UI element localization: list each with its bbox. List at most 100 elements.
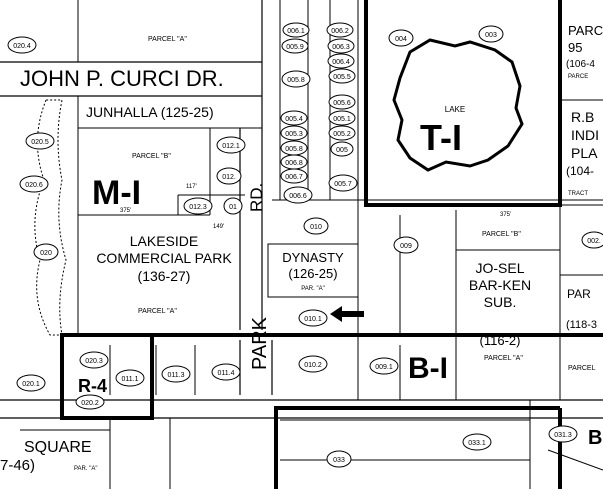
svg-text:003: 003 [485,32,497,39]
parc-top-1: PARC [568,23,603,38]
zoning-boundaries [60,0,603,489]
lot-005-3: 005.3 [280,125,308,141]
lot-002: 002. [581,231,603,249]
dynasty-label-2: (126-25) [288,266,337,281]
svg-text:002.: 002. [587,238,601,245]
parcel-right: PARCEL [568,365,596,372]
dim-375-b: 375' [500,212,511,218]
lot-006-4: 006.4 [327,53,355,69]
parc-top-3: (106-4 [566,59,595,70]
lot-005-8: 005.8 [281,70,311,88]
lot-005-7: 005.7 [328,174,358,192]
dim-149: 149' [213,224,224,230]
zone-b-edge: B [588,427,602,449]
lot-005: 005 [330,141,354,157]
lot-006-3: 006.3 [327,38,355,54]
josel-label-4: (116-2) [480,333,521,348]
lakeside-label-3: (136-27) [138,268,191,284]
dim-375-a: 375' [120,208,131,214]
lot-011-3: 011.3 [161,365,191,383]
lot-006-7: 006.7 [280,168,308,184]
lot-ovals: 020.4 020.5 020.6 020 020.3 020.1 020.2 … [7,22,603,468]
svg-text:020.1: 020.1 [22,381,40,388]
lot-020-1: 020.1 [16,374,46,392]
svg-text:006.8: 006.8 [285,160,303,167]
lot-005-9: 005.9 [281,38,309,54]
svg-text:006.7: 006.7 [285,174,303,181]
lot-012-x: 01 [223,197,243,215]
parcel-b-junhalla: PARCEL "B" [132,153,171,160]
svg-text:011.1: 011.1 [122,376,139,383]
lot-033-1: 033.1 [462,433,492,451]
svg-text:006.3: 006.3 [332,44,350,51]
josel-label-3: SUB. [484,294,517,310]
svg-text:005.7: 005.7 [334,181,352,188]
svg-text:01: 01 [229,204,237,211]
lot-003: 003 [478,25,504,43]
lake-label: LAKE [445,105,465,114]
lot-020-2: 020.2 [75,394,105,410]
svg-text:012.3: 012.3 [189,204,207,211]
svg-text:020.5: 020.5 [31,139,49,146]
street-rd: RD. [247,183,266,212]
rb-label-2: INDI [571,127,599,143]
svg-text:005.3: 005.3 [285,131,303,138]
lot-031-3: 031.3 [548,425,578,443]
lot-010-1: 010.1 [298,309,328,327]
zone-t1: T-I [420,117,462,158]
svg-text:012.1: 012.1 [222,143,240,150]
svg-text:005.8: 005.8 [285,146,303,153]
lakeside-label-2: COMMERCIAL PARK [96,250,232,266]
street-curci: JOHN P. CURCI DR. [20,66,224,91]
svg-text:033.1: 033.1 [468,440,486,447]
svg-text:020.3: 020.3 [85,358,103,365]
rb-label-3: PLA [571,145,598,161]
lot-009: 009 [393,236,419,254]
lot-004: 004 [388,29,414,47]
svg-text:020.2: 020.2 [81,400,99,407]
svg-text:011.4: 011.4 [218,370,235,377]
lot-006-2: 006.2 [326,22,354,38]
lot-005-1: 005.1 [328,110,356,126]
lot-006-8: 006.8 [280,154,308,170]
parcel-a-josel: PARCEL "A" [484,355,523,362]
parcel-b-josel: PARCEL "B" [482,231,521,238]
parc-top-4: PARCE [568,74,588,80]
tract-label: TRACT [568,191,588,197]
svg-text:006.2: 006.2 [331,28,349,35]
svg-text:006.4: 006.4 [332,59,350,66]
parcel-a-lakeside: PARCEL "A" [138,308,177,315]
lot-020-3: 020.3 [79,351,109,369]
svg-text:005.6: 005.6 [333,100,351,107]
lot-009-1: 009.1 [369,357,399,375]
svg-text:009.1: 009.1 [375,364,393,371]
lot-005-6: 005.6 [328,94,356,110]
lot-005-4: 005.4 [280,110,308,126]
lot-020-5: 020.5 [25,132,55,150]
square-ref: 7-46) [0,457,35,474]
lot-006-1: 006.1 [282,22,310,38]
dynasty-parcel: PAR. "A" [301,286,325,292]
lot-020: 020 [33,243,59,261]
street-square: SQUARE [24,439,92,456]
lot-010-2: 010.2 [298,355,328,373]
parc-right-2: (118-3 [566,319,597,331]
svg-text:005.8: 005.8 [287,77,305,84]
svg-text:004: 004 [395,36,407,43]
lot-005-8b: 005.8 [280,140,308,156]
lot-012-3: 012.3 [183,197,213,215]
lot-011-4: 011.4 [211,363,241,381]
svg-text:005: 005 [336,147,348,154]
square-parcel: PAR. "A" [74,466,98,472]
dynasty-label-1: DYNASTY [282,250,344,265]
lakeside-label-1: LAKESIDE [130,233,198,249]
lot-020-4: 020.4 [7,36,37,54]
svg-text:006.6: 006.6 [289,193,307,200]
arrow-marker [330,306,364,322]
svg-text:012.: 012. [222,174,236,181]
svg-text:011.3: 011.3 [168,372,185,379]
josel-label-1: JO-SEL [475,260,524,276]
josel-label-2: BAR-KEN [469,277,531,293]
zone-r4: R-4 [78,376,107,396]
